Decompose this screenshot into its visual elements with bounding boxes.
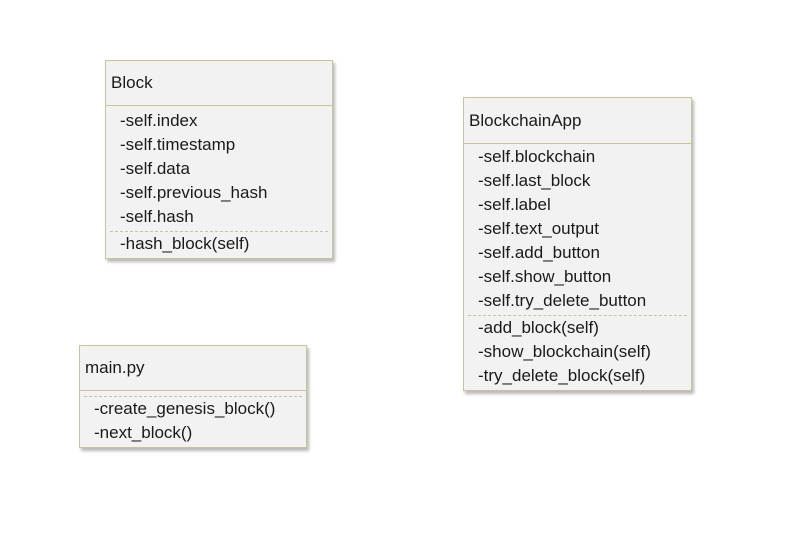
class-block-divider	[110, 231, 328, 232]
module-main-py-title: main.py	[80, 346, 306, 391]
method-item: -create_genesis_block()	[94, 399, 276, 418]
class-blockchain-app: BlockchainApp -self.blockchain -self.las…	[463, 97, 692, 391]
class-block-attributes: -self.index -self.timestamp -self.data -…	[106, 106, 332, 229]
attribute-item: -self.add_button	[478, 243, 600, 262]
attribute-item: -self.timestamp	[120, 135, 236, 154]
class-blockchain-app-title: BlockchainApp	[464, 98, 691, 144]
method-item: -next_block()	[94, 423, 193, 442]
class-blockchain-app-methods: -add_block(self) -show_blockchain(self) …	[464, 316, 691, 388]
attribute-item: -self.try_delete_button	[478, 291, 647, 310]
class-blockchain-app-divider	[468, 315, 687, 316]
attribute-item: -self.index	[120, 111, 198, 130]
method-item: -try_delete_block(self)	[478, 366, 646, 385]
class-block-methods: -hash_block(self)	[106, 232, 332, 256]
method-item: -hash_block(self)	[120, 234, 250, 253]
class-block-title: Block	[106, 61, 332, 106]
class-blockchain-app-attributes: -self.blockchain -self.last_block -self.…	[464, 144, 691, 313]
attribute-item: -self.data	[120, 159, 190, 178]
attribute-item: -self.hash	[120, 207, 194, 226]
attribute-item: -self.text_output	[478, 219, 599, 238]
method-item: -add_block(self)	[478, 318, 599, 337]
attribute-item: -self.previous_hash	[120, 183, 268, 202]
attribute-item: -self.blockchain	[478, 147, 596, 166]
module-main-py-divider	[84, 396, 302, 397]
attribute-item: -self.last_block	[478, 171, 591, 190]
module-main-py-methods: -create_genesis_block() -next_block()	[80, 397, 306, 445]
attribute-item: -self.label	[478, 195, 551, 214]
module-main-py: main.py -create_genesis_block() -next_bl…	[79, 345, 307, 448]
class-block: Block -self.index -self.timestamp -self.…	[105, 60, 333, 259]
attribute-item: -self.show_button	[478, 267, 612, 286]
method-item: -show_blockchain(self)	[478, 342, 651, 361]
